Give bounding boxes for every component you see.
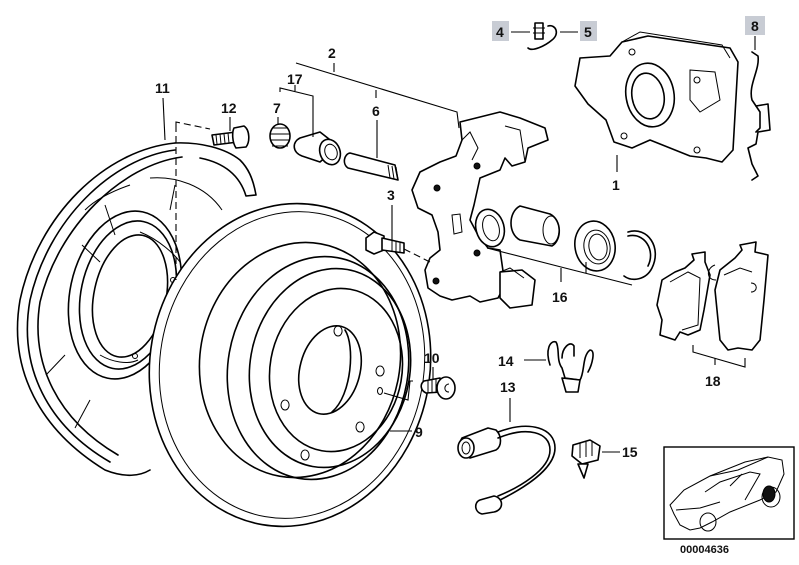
vehicle-location-inset: 00004636 — [663, 446, 795, 556]
svg-text:2: 2 — [328, 45, 336, 61]
caliper-housing-part[interactable] — [574, 31, 739, 163]
svg-text:10: 10 — [424, 350, 440, 366]
callout-14[interactable]: 14 — [498, 353, 514, 369]
svg-text:8: 8 — [751, 18, 759, 34]
callout-1[interactable]: 1 — [612, 177, 620, 193]
hex-bolt-3-part[interactable] — [365, 231, 405, 255]
callout-16[interactable]: 16 — [552, 289, 568, 305]
callout-7[interactable]: 7 — [273, 100, 281, 116]
callout-4[interactable]: 4 — [492, 21, 509, 41]
hex-bolt-12-part[interactable] — [211, 125, 250, 149]
callout-9[interactable]: 9 — [415, 424, 423, 440]
callout-5[interactable]: 5 — [580, 21, 597, 41]
callout-3[interactable]: 3 — [387, 187, 395, 203]
grommet-clip-part[interactable] — [571, 439, 601, 479]
protective-cap-5-part[interactable] — [527, 24, 558, 51]
svg-text:17: 17 — [287, 71, 303, 87]
leader-lines — [162, 31, 756, 453]
svg-text:5: 5 — [584, 24, 592, 40]
callout-8-highlight — [745, 16, 765, 35]
guide-sleeve-17-part[interactable] — [293, 131, 344, 168]
svg-text:12: 12 — [221, 100, 237, 116]
bleeder-valve-part[interactable] — [533, 22, 545, 40]
svg-text:14: 14 — [498, 353, 514, 369]
svg-text:15: 15 — [622, 444, 638, 460]
callout-15[interactable]: 15 — [622, 444, 638, 460]
piston-kit-part[interactable] — [472, 205, 657, 281]
svg-text:3: 3 — [387, 187, 395, 203]
callout-11[interactable]: 11 — [155, 80, 170, 96]
brake-disc-part[interactable] — [124, 181, 456, 549]
brake-pads-part[interactable] — [656, 241, 769, 351]
svg-text:7: 7 — [273, 100, 281, 116]
callout-10[interactable]: 10 — [424, 350, 440, 366]
brake-carrier-part[interactable] — [411, 111, 549, 309]
callout-17[interactable]: 17 — [287, 71, 303, 87]
cable-holder-part[interactable] — [547, 341, 594, 393]
wear-sensor-part[interactable] — [457, 425, 556, 515]
callout-12[interactable]: 12 — [221, 100, 237, 116]
callout-8[interactable]: 8 — [745, 16, 765, 35]
fillister-screw-10-part[interactable] — [420, 376, 456, 400]
svg-text:4: 4 — [496, 24, 504, 40]
diagram-code: 00004636 — [680, 544, 729, 556]
spring-clip-part[interactable] — [747, 51, 771, 181]
protective-cap-7-part[interactable] — [269, 123, 291, 149]
callout-2[interactable]: 2 — [328, 45, 336, 61]
svg-text:16: 16 — [552, 289, 568, 305]
wheel-location-marker — [762, 485, 776, 503]
svg-text:13: 13 — [500, 379, 516, 395]
svg-text:9: 9 — [415, 424, 423, 440]
callout-18[interactable]: 18 — [705, 373, 721, 389]
callout-5-highlight — [580, 21, 597, 41]
svg-text:6: 6 — [372, 103, 380, 119]
svg-text:1: 1 — [612, 177, 620, 193]
svg-text:18: 18 — [705, 373, 721, 389]
callout-13[interactable]: 13 — [500, 379, 516, 395]
svg-text:11: 11 — [155, 80, 170, 96]
callout-6[interactable]: 6 — [372, 103, 380, 119]
guide-pin-6-part[interactable] — [343, 152, 399, 181]
callout-labels: 1 2 3 4 5 6 7 8 9 10 11 12 13 14 15 16 1… — [155, 16, 765, 460]
callout-4-highlight — [492, 21, 509, 41]
